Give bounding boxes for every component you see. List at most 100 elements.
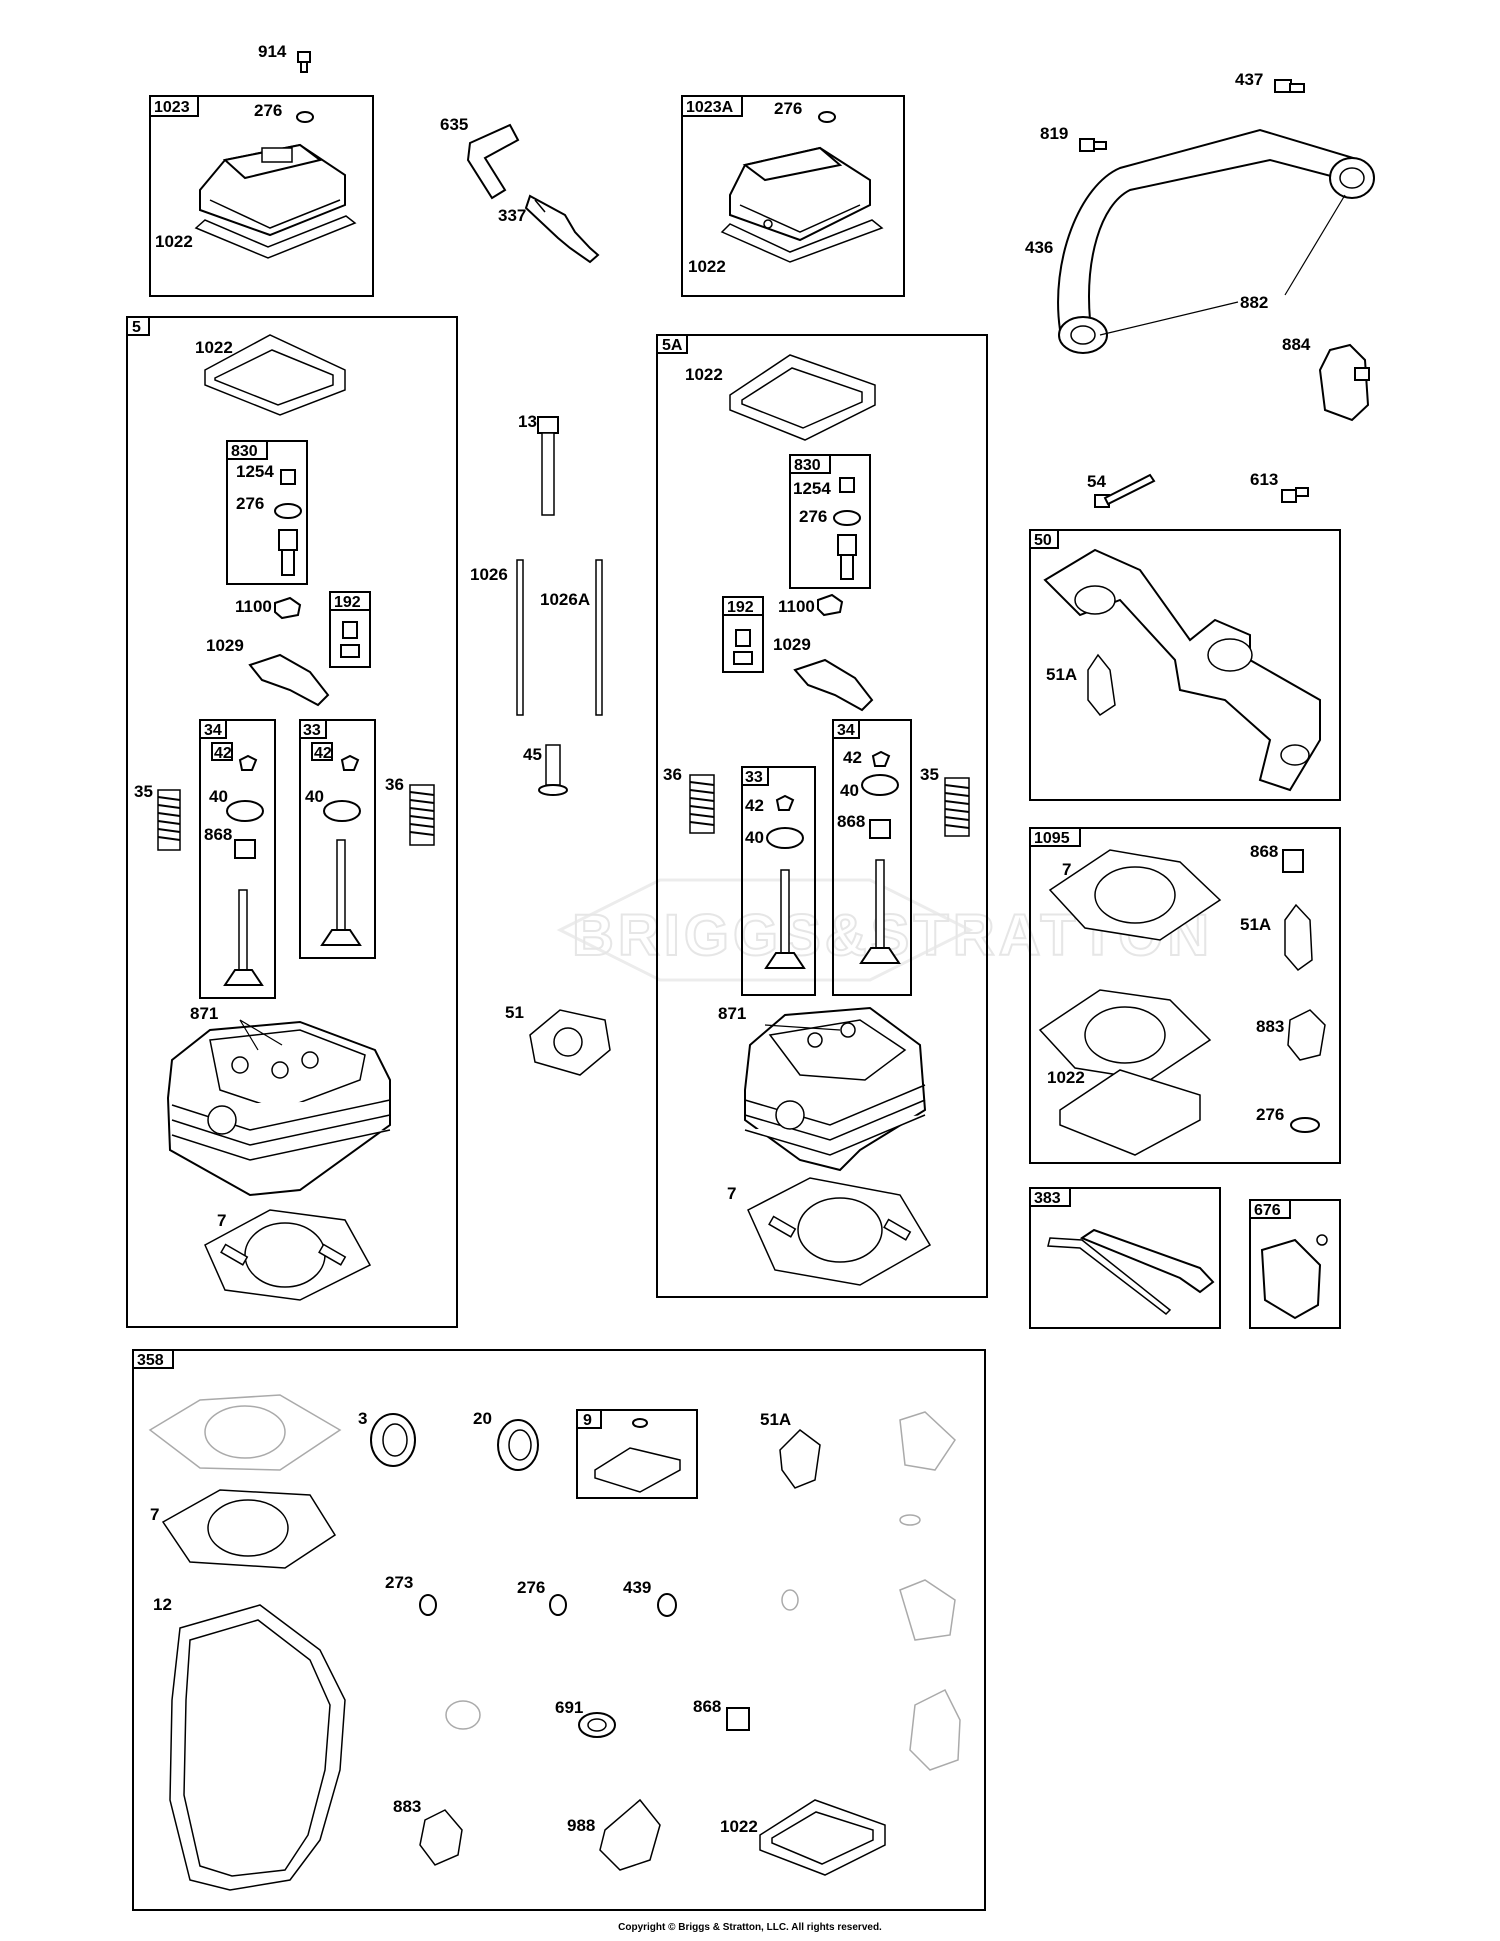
callout-882[interactable]: 882 — [1240, 293, 1268, 312]
callout-437[interactable]: 437 — [1235, 70, 1263, 89]
head-gasket-7-a[interactable] — [747, 1177, 932, 1286]
exhaust-valve-kit-33[interactable] — [320, 754, 362, 946]
svg-text:883: 883 — [393, 1797, 421, 1816]
svg-text:276: 276 — [517, 1578, 545, 1597]
group-50: 50 51A — [1029, 529, 1341, 801]
cylinder-head-871[interactable] — [166, 1019, 391, 1197]
gasket-883[interactable] — [419, 1809, 463, 1866]
callout-1026[interactable]: 1026 — [470, 565, 508, 584]
gasket-1022-g5[interactable] — [204, 334, 346, 416]
callout-13[interactable]: 13 — [518, 412, 537, 431]
gasket-1022-top[interactable] — [194, 215, 357, 259]
valve-seal-868[interactable] — [726, 1707, 750, 1731]
crankcase-gasket-12[interactable] — [169, 1604, 346, 1891]
svg-text:273: 273 — [385, 1573, 413, 1592]
bolt-819[interactable] — [1079, 138, 1107, 152]
oil-seal-691[interactable] — [578, 1712, 616, 1738]
callout-635[interactable]: 635 — [440, 115, 468, 134]
svg-text:35: 35 — [134, 782, 153, 801]
gasket-51[interactable] — [529, 1009, 611, 1076]
svg-text:36: 36 — [385, 775, 404, 794]
bolt-914[interactable] — [297, 51, 311, 73]
gasket-51A-g50[interactable] — [1087, 653, 1116, 717]
callout-914[interactable]: 914 — [258, 42, 287, 61]
svg-text:7: 7 — [217, 1211, 226, 1230]
washer-276[interactable] — [549, 1594, 567, 1616]
svg-text:691: 691 — [555, 1698, 583, 1717]
callout-54[interactable]: 54 — [1087, 472, 1106, 491]
gasket-1022-g5A[interactable] — [729, 354, 876, 441]
svg-text:34: 34 — [837, 722, 855, 739]
valve-kit-34-a[interactable] — [859, 750, 901, 964]
svg-text:9: 9 — [583, 1412, 592, 1429]
valve-spring-35-a[interactable] — [944, 777, 970, 837]
nut-192-a[interactable] — [733, 629, 753, 665]
nut-192[interactable] — [340, 621, 360, 658]
rocker-stud-kit-830[interactable] — [274, 469, 302, 576]
gasket-1022-g358[interactable] — [759, 1799, 886, 1876]
washer-439[interactable] — [657, 1593, 677, 1617]
callout-436[interactable]: 436 — [1025, 238, 1053, 257]
washer-273[interactable] — [419, 1594, 437, 1616]
valve-cover-1023A[interactable] — [729, 146, 871, 242]
svg-text:42: 42 — [745, 796, 764, 815]
svg-text:1023A: 1023A — [686, 99, 734, 116]
cover-676[interactable] — [1260, 1234, 1328, 1320]
callout-884[interactable]: 884 — [1282, 335, 1311, 354]
callout-613[interactable]: 613 — [1250, 470, 1278, 489]
rocker-arm-1029[interactable] — [248, 653, 330, 707]
oil-seal-3[interactable] — [370, 1413, 416, 1467]
svg-text:988: 988 — [567, 1816, 595, 1835]
head-gasket-7[interactable] — [204, 1209, 372, 1301]
pushrod-1026[interactable] — [516, 559, 524, 716]
svg-text:35: 35 — [920, 765, 939, 784]
callout-819[interactable]: 819 — [1040, 124, 1068, 143]
spark-plug-boot-635[interactable] — [466, 123, 520, 200]
rocker-stud-kit-830-a[interactable] — [833, 477, 861, 580]
clamp-884[interactable] — [1318, 343, 1370, 422]
pushrod-1026A[interactable] — [595, 559, 603, 716]
tappet-45[interactable] — [538, 744, 568, 796]
svg-text:1022: 1022 — [685, 365, 723, 384]
head-gasket-7-g358[interactable] — [161, 1489, 337, 1569]
spark-plug-337[interactable] — [524, 194, 600, 264]
head-bolt-13[interactable] — [537, 416, 559, 516]
svg-text:1023: 1023 — [154, 99, 190, 116]
gasket-1022-top-a[interactable] — [720, 219, 884, 263]
gasket-51A-g358[interactable] — [779, 1429, 821, 1489]
svg-text:192: 192 — [727, 599, 754, 616]
svg-text:36: 36 — [663, 765, 682, 784]
oil-seal-20[interactable] — [497, 1419, 539, 1471]
valve-spring-35[interactable] — [157, 789, 181, 851]
group-358: 358 3 20 9 51A 7 — [132, 1349, 986, 1911]
group-383: 383 — [1029, 1187, 1221, 1329]
svg-text:276: 276 — [774, 99, 802, 118]
callout-1026A[interactable]: 1026A — [540, 590, 590, 609]
svg-text:883: 883 — [1256, 1017, 1284, 1036]
svg-text:51A: 51A — [1046, 665, 1077, 684]
rocker-stud-1100[interactable] — [274, 596, 302, 620]
bolt-54[interactable] — [1094, 473, 1156, 508]
svg-text:7: 7 — [150, 1505, 159, 1524]
svg-text:40: 40 — [209, 787, 228, 806]
callout-337[interactable]: 337 — [498, 206, 526, 225]
valve-spring-36-a[interactable] — [689, 774, 715, 834]
wrench-383[interactable] — [1047, 1228, 1215, 1315]
rocker-stud-1100-a[interactable] — [817, 593, 844, 617]
bolt-613[interactable] — [1281, 487, 1309, 503]
callout-45[interactable]: 45 — [523, 745, 542, 764]
gasket-kit-9[interactable] — [594, 1418, 681, 1493]
intake-valve-kit-34[interactable] — [223, 754, 264, 986]
rocker-arm-1029-a[interactable] — [793, 658, 874, 712]
valve-cover-1023[interactable] — [199, 143, 346, 237]
gasket-kit-1095[interactable] — [1038, 849, 1326, 1156]
valve-kit-33-a[interactable] — [764, 794, 806, 969]
svg-text:192: 192 — [334, 594, 361, 611]
plate-988[interactable] — [599, 1798, 661, 1871]
bolt-437[interactable] — [1274, 79, 1305, 93]
callout-51[interactable]: 51 — [505, 1003, 524, 1022]
valve-spring-36[interactable] — [409, 784, 435, 846]
cylinder-head-871-a[interactable] — [744, 1006, 927, 1172]
exhaust-manifold-50[interactable] — [1043, 548, 1321, 792]
breather-tube-436[interactable] — [1057, 128, 1375, 354]
